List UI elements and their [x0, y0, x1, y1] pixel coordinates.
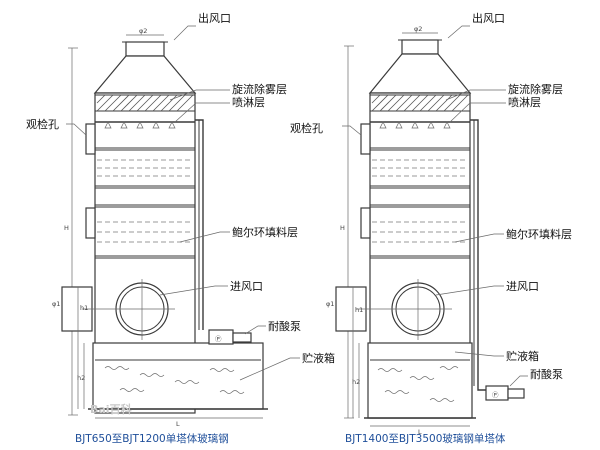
right-tank-label: 贮液箱 [506, 349, 539, 363]
right-caption: BJT1400至BJT3500玻璃钢单塔体 [345, 432, 506, 445]
left-recirc-pipe [195, 119, 204, 330]
left-outlet-label: 出风口 [198, 11, 231, 25]
svg-text:Ⓟ: Ⓟ [492, 391, 499, 399]
left-liquid-tank [92, 342, 264, 410]
right-pump-label: 耐酸泵 [530, 367, 563, 381]
right-dim-h: H [340, 224, 345, 232]
right-outlet-neck [401, 39, 439, 55]
right-inspection-port-lower [360, 207, 371, 239]
left-dim-h2: h2 [77, 374, 85, 382]
left-dim-top: φ2 [139, 27, 147, 35]
left-spray-label: 喷淋层 [232, 96, 265, 109]
left-inspection-port-upper [85, 123, 96, 155]
right-recirc-pipe [470, 119, 488, 391]
right-dim-h1: h1 [355, 306, 363, 314]
left-pump-label: 耐酸泵 [268, 319, 301, 333]
svg-text:Ⓟ: Ⓟ [215, 335, 222, 343]
right-cone [368, 53, 472, 94]
left-dim-h: H [64, 224, 69, 232]
right-tower: H φ2 [326, 25, 528, 436]
left-dim-h1: h1 [80, 304, 88, 312]
right-inlet-label: 进风口 [506, 280, 539, 293]
right-demister-hatch [371, 94, 469, 112]
right-demister-label: 旋流除雾层 [508, 82, 563, 96]
right-liquid-tank [367, 342, 473, 419]
left-inspection-label: 观检孔 [26, 117, 59, 131]
left-tank-label: 贮液箱 [302, 351, 335, 365]
right-spray-label: 喷淋层 [508, 96, 541, 109]
left-tower: H φ2 [52, 25, 300, 428]
left-dim-l: L [176, 420, 180, 428]
left-outlet-neck [125, 41, 165, 57]
right-outlet-label: 出风口 [472, 11, 505, 25]
left-spray-nozzles [104, 121, 176, 129]
left-demister-label: 旋流除雾层 [232, 82, 287, 96]
right-dim-top: φ2 [414, 25, 422, 33]
left-inlet-label: 进风口 [230, 280, 263, 293]
left-inspection-port-lower [85, 207, 96, 239]
left-packing-label: 鲍尔环填料层 [232, 225, 298, 239]
right-dim-l: L [418, 428, 422, 436]
right-packing-label: 鲍尔环填料层 [506, 227, 572, 241]
left-demister-hatch [96, 94, 194, 112]
right-spray-nozzles [379, 121, 451, 129]
watermark: Bai百科 [90, 402, 132, 416]
right-dim-inlet: φ1 [326, 300, 334, 308]
left-cone [93, 55, 197, 94]
right-inspection-label: 观检孔 [290, 121, 323, 135]
left-caption: BJT650至BJT1200单塔体玻璃钢 [75, 432, 229, 445]
right-inspection-port-upper [360, 123, 371, 155]
left-dim-inlet: φ1 [52, 300, 60, 308]
right-dim-h2: h2 [352, 378, 360, 386]
